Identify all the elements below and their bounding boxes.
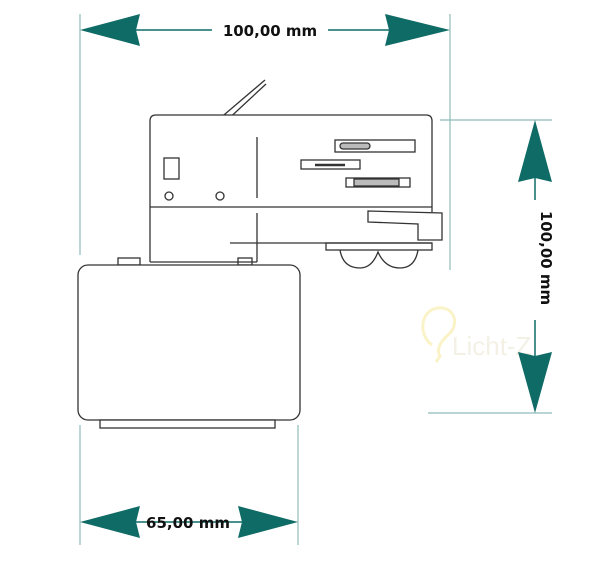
watermark-text: Licht-Z: [452, 331, 532, 361]
watermark-logo: Licht-Z: [421, 306, 532, 363]
bottom-dimension: 65,00 mm: [80, 506, 298, 538]
width-top-label: 100,00 mm: [223, 22, 317, 40]
arrow-down-icon: [518, 352, 552, 413]
right-dimension: 100,00 mm: [518, 120, 555, 413]
arrow-left-icon: [80, 14, 140, 46]
arrow-right-icon: [385, 14, 450, 46]
track-adapter: [117, 79, 443, 269]
arrow-right-icon: [238, 506, 298, 538]
arrow-up-icon: [518, 120, 552, 182]
top-dimension: 100,00 mm: [80, 14, 450, 46]
width-bottom-label: 65,00 mm: [146, 514, 230, 532]
height-right-label: 100,00 mm: [537, 211, 555, 305]
lamp-body: [77, 264, 301, 429]
arrow-left-icon: [80, 506, 140, 538]
extension-lines: [79, 14, 552, 545]
